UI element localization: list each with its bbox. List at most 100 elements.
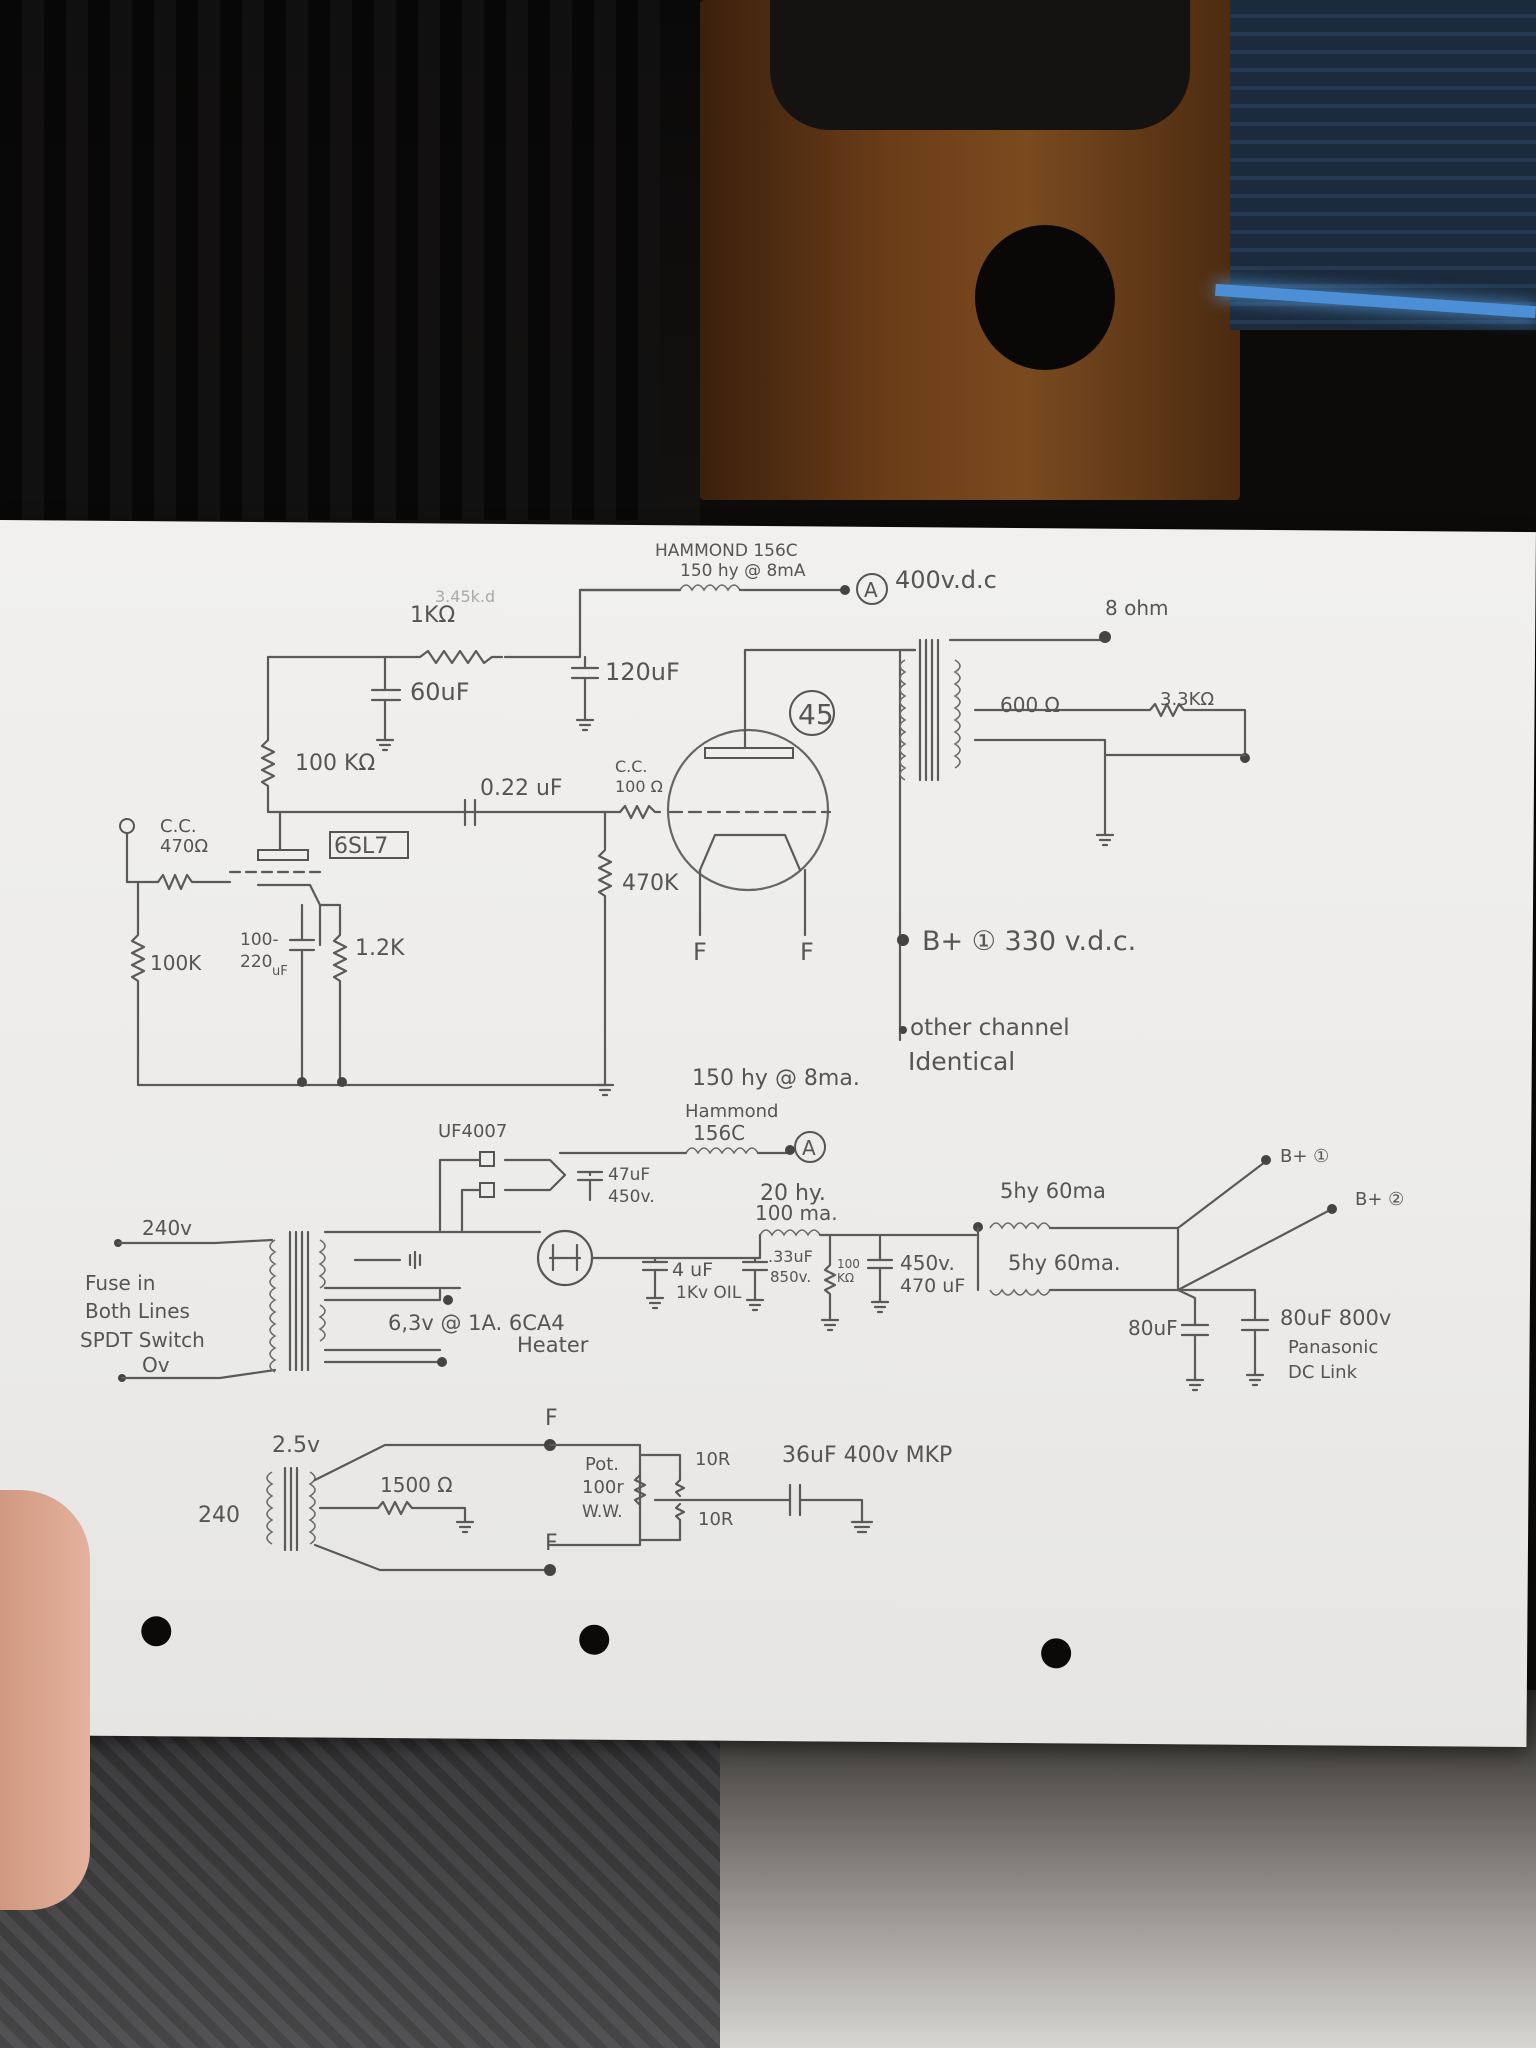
label-f-bottom: F	[545, 1531, 558, 1556]
label-choke-5b: 5hy 60ma.	[1008, 1251, 1121, 1275]
label-c-36: 36uF 400v MKP	[782, 1443, 952, 1468]
ground-symbol	[745, 1298, 765, 1312]
label-mains-240: 240v	[142, 1216, 192, 1240]
ground-symbol	[850, 1520, 874, 1534]
label-r-1500: 1500 Ω	[380, 1473, 453, 1497]
node-dot	[337, 1077, 347, 1087]
label-other-1: other channel	[910, 1015, 1070, 1041]
label-c-80b-2: Panasonic	[1288, 1337, 1378, 1358]
ground-symbol	[455, 1520, 475, 1534]
power-transformer-hv-winding	[318, 1239, 326, 1289]
label-heater-1: 6,3v @ 1A. 6CA4	[388, 1311, 565, 1335]
resistor-100k-input	[130, 880, 607, 1087]
ground-symbol	[1095, 833, 1115, 847]
wire	[638, 1453, 682, 1542]
label-ps-node-a: A	[802, 1136, 816, 1160]
label-tube-45: 45	[798, 698, 834, 731]
label-ps-choke-2: Hammond	[685, 1101, 778, 1122]
holding-hand	[0, 1490, 90, 1910]
rectifier-6ca4-elements	[548, 1243, 582, 1272]
wire	[758, 1233, 978, 1260]
cap-120uf	[570, 655, 600, 722]
diode-rectifier-wires	[438, 1158, 567, 1234]
power-transformer-heater-winding	[318, 1304, 326, 1342]
label-choke-20-2: 100 ma.	[755, 1201, 838, 1225]
cap-80uf-a	[1176, 1288, 1210, 1382]
node-dot	[1261, 1155, 1271, 1165]
label-diode: UF4007	[438, 1121, 507, 1142]
label-fuse-1: Fuse in	[85, 1271, 155, 1295]
cap-033uf	[741, 1256, 769, 1302]
label-fil-left: F	[693, 938, 707, 966]
filament-transformer-core	[283, 1466, 299, 1552]
tube-45-filament	[698, 833, 802, 872]
wire	[698, 868, 807, 937]
choke-20hy	[759, 1229, 821, 1237]
label-ps-choke-3: 156C	[693, 1121, 745, 1145]
wire	[116, 1238, 274, 1245]
label-cc-input-2: 470Ω	[160, 836, 208, 857]
label-c-80a: 80uF	[1128, 1316, 1178, 1340]
window-blinds	[1230, 0, 1536, 330]
ground-symbol	[820, 1318, 840, 1332]
label-c-cathode-2: 220	[240, 952, 272, 972]
tube-6sl7-cathode	[256, 883, 322, 947]
output-transformer-secondary	[953, 659, 961, 769]
node-dot	[544, 1564, 556, 1576]
potentiometer-100r	[633, 1473, 647, 1507]
resistor-100k-plate	[260, 738, 282, 852]
tube-label-circle	[789, 690, 835, 736]
ground-symbol	[645, 1296, 665, 1310]
cap-36uf	[678, 1483, 864, 1524]
label-fuse-3: SPDT Switch	[80, 1328, 205, 1352]
label-fil-right: F	[800, 938, 814, 966]
driver-tube-box	[329, 831, 409, 859]
choke-5hy-a	[989, 1222, 1051, 1230]
wire	[323, 1348, 442, 1364]
cap-4uf	[641, 1256, 669, 1300]
label-v-25: 2.5v	[272, 1433, 320, 1458]
ground-symbol	[1185, 1378, 1205, 1392]
wire	[313, 1443, 550, 1572]
acoustic-foam	[0, 0, 660, 520]
label-r-1k-strike: 3.45k.d	[435, 587, 495, 606]
label-r-1k: 1KΩ	[410, 603, 455, 628]
label-fuse-2: Both Lines	[85, 1299, 190, 1323]
label-c-80b-1: 80uF 800v	[1280, 1306, 1391, 1330]
output-transformer-primary	[899, 659, 907, 781]
node-dot	[899, 1026, 907, 1034]
label-f-top: F	[545, 1406, 558, 1431]
wire	[323, 1230, 542, 1302]
label-c-cathode-1: 100-	[240, 930, 279, 950]
wire	[120, 1368, 277, 1380]
cap-022uf	[463, 798, 477, 827]
label-r-10a: 10R	[695, 1449, 730, 1470]
label-cc-input-1: C.C.	[160, 816, 197, 837]
ct-ground	[353, 1250, 422, 1270]
label-ps-choke-1: 150 hy @ 8ma.	[692, 1066, 860, 1091]
label-cc-grid-1: C.C.	[615, 757, 648, 776]
choke-hammond-156c	[679, 584, 741, 592]
label-r-input: 100K	[150, 951, 202, 975]
label-heater-2: Heater	[517, 1333, 589, 1357]
resistor-10r-pair	[653, 1478, 686, 1522]
diode-uf4007-a	[479, 1151, 495, 1167]
filament-transformer-primary	[266, 1471, 274, 1545]
label-bplus-1: B+ ① 330 v.d.c.	[922, 926, 1136, 957]
label-pot-1: Pot.	[585, 1454, 619, 1475]
cap-60uf	[370, 655, 402, 742]
choke-ps-156c	[685, 1147, 759, 1155]
label-c-470-2: 470 uF	[900, 1275, 965, 1297]
label-c-60: 60uF	[410, 678, 470, 706]
label-3-3k: 3.3KΩ	[1160, 689, 1214, 710]
cap-47uf	[576, 1170, 604, 1202]
label-node-a: A	[864, 578, 878, 602]
resistor-1500-ohm	[318, 1500, 467, 1524]
label-choke-top-2: 150 hy @ 8mA	[680, 561, 806, 581]
wire	[743, 648, 917, 750]
resistor-470k	[597, 810, 613, 1087]
tube-45-plate	[704, 747, 794, 759]
label-choke-5a: 5hy 60ma	[1000, 1179, 1106, 1203]
output-transformer-core	[918, 638, 940, 782]
label-c-4-2: 1Kv OIL	[676, 1283, 742, 1303]
